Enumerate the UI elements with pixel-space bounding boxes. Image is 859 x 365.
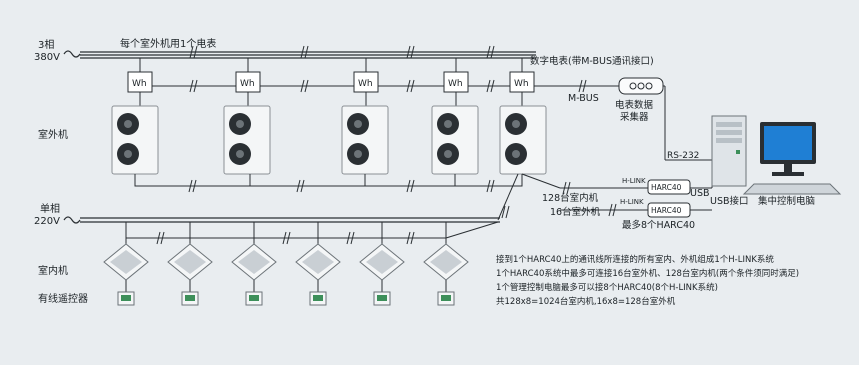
indoor-unit: [359, 243, 405, 281]
usb-port-label: USB接口: [710, 195, 749, 207]
collector-label-2: 采集器: [620, 111, 649, 123]
outdoor-unit: Wh: [223, 58, 271, 175]
meter-label: Wh: [132, 79, 147, 89]
meter-collector: [618, 77, 664, 95]
wired-controllers: [125, 280, 447, 292]
meter-per-unit-label: 每个室外机用1个电表: [120, 37, 216, 50]
outdoor-units: Wh Wh Wh Wh: [111, 58, 547, 175]
note-line: 1个管理控制电脑最多可以接8个HARC40(8个H-LINK系统): [496, 282, 718, 293]
harc40-adapter: HARC40: [647, 202, 691, 218]
outdoor-unit: Wh: [499, 58, 547, 175]
system-notes: 接到1个HARC40上的通讯线所连接的所有室内、外机组成1个H-LINK系统 1…: [496, 254, 799, 307]
mbus-label: M-BUS: [568, 93, 599, 104]
digital-meter-label: 数字电表(带M-BUS通讯接口): [530, 55, 654, 67]
three-phase-bus: [63, 50, 536, 59]
central-pc-label: 集中控制电脑: [758, 195, 815, 207]
wired-controller: [309, 291, 327, 306]
harc40-label: HARC40: [651, 206, 682, 215]
wired-controller: [117, 291, 135, 306]
note-line: 1个HARC40系统中最多可连接16台室外机、128台室内机(两个条件须同时满足…: [496, 268, 799, 279]
indoor-units-label: 室内机: [38, 264, 68, 277]
outdoor-unit: Wh: [431, 58, 479, 175]
wired-controller: [245, 291, 263, 306]
hlink-label-2: H-LINK: [620, 198, 644, 206]
indoor-unit: [103, 243, 149, 281]
hlink-label-1: H-LINK: [622, 177, 646, 185]
single-phase-label-1: 单相: [40, 202, 60, 215]
meter-label: Wh: [240, 79, 255, 89]
single-phase-label-2: 220V: [34, 216, 60, 227]
single-phase-bus: [63, 216, 500, 224]
computer-tower: [711, 115, 747, 187]
usb-label: USB: [690, 188, 710, 199]
meter-label: Wh: [448, 79, 463, 89]
max-indoor-label: 128台室内机: [542, 192, 599, 204]
wired-controller: [181, 291, 199, 306]
note-line: 接到1个HARC40上的通讯线所连接的所有室内、外机组成1个H-LINK系统: [496, 254, 774, 265]
harc40-adapter: HARC40: [647, 179, 691, 195]
max-harc-label: 最多8个HARC40: [622, 219, 695, 231]
note-line: 共128x8=1024台室内机,16x8=128台室外机: [496, 296, 676, 307]
outdoor-unit: Wh: [111, 58, 159, 175]
meter-label: Wh: [514, 79, 529, 89]
three-phase-label-1: 3相: [38, 38, 54, 51]
meter-label: Wh: [358, 79, 373, 89]
indoor-unit: [423, 243, 469, 281]
max-outdoor-label: 16台室外机: [550, 206, 601, 218]
wired-controller: [437, 291, 455, 306]
indoor-units: [125, 221, 499, 246]
wired-controller-label: 有线遥控器: [38, 292, 88, 305]
indoor-unit: [231, 243, 277, 281]
monitor-icon: [742, 122, 842, 195]
outdoor-unit: Wh: [341, 58, 389, 175]
indoor-unit: [295, 243, 341, 281]
wired-controller: [373, 291, 391, 306]
indoor-unit: [167, 243, 213, 281]
three-phase-label-2: 380V: [34, 52, 60, 63]
harc40-label: HARC40: [651, 183, 682, 192]
rs232-label: RS-232: [667, 151, 699, 161]
collector-label-1: 电表数据: [615, 99, 654, 111]
line-break-marks: [189, 45, 587, 93]
outdoor-units-label: 室外机: [38, 128, 68, 141]
